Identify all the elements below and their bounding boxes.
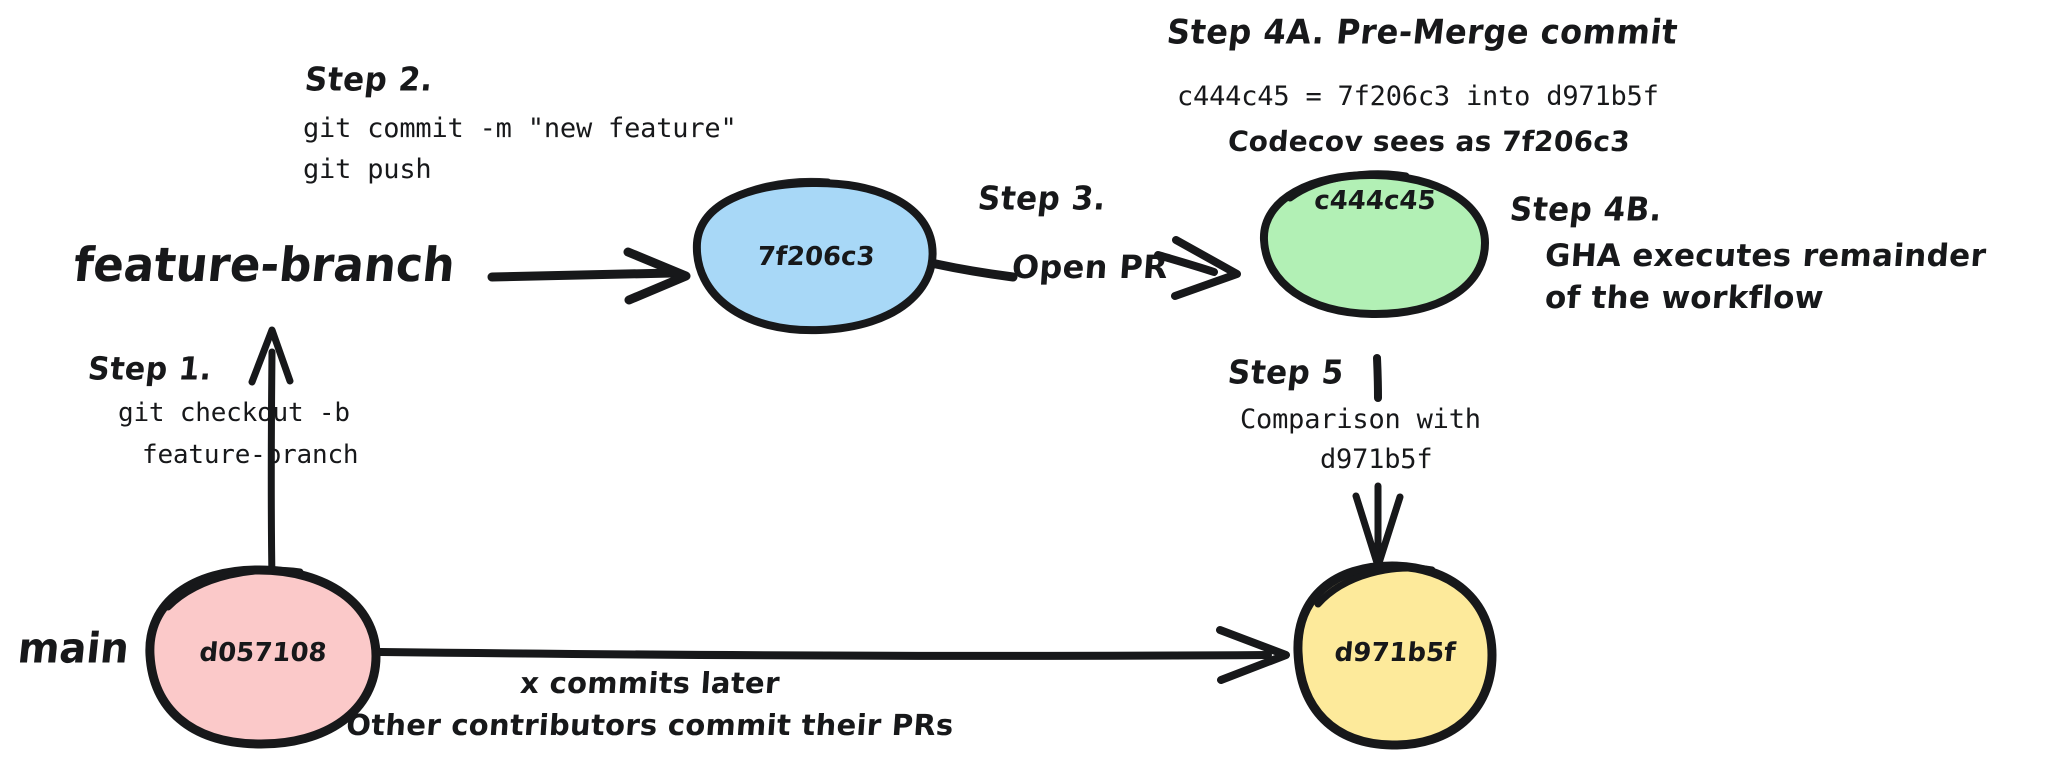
step-4b-heading: Step 4B. [1508, 190, 1665, 230]
node-d971b5f[interactable] [1293, 561, 1497, 750]
step-4b-line-2: of the workflow [1543, 280, 1825, 316]
node-c444c45[interactable] [1259, 170, 1489, 319]
step-1-line-2: feature-branch [142, 440, 359, 470]
node-label-c444c45: c444c45 [1313, 186, 1437, 216]
edge-7f206c3-to-c444c45 [931, 236, 1241, 300]
edge-d057108-to-featurebranch [248, 326, 294, 584]
edge-d057108-to-d971b5f [374, 626, 1290, 684]
node-d057108[interactable] [145, 565, 381, 749]
step-1-heading: Step 1. [86, 350, 214, 389]
step-5-heading: Step 5 [1226, 353, 1346, 393]
caption-other-contributors: Other contributors commit their PRs [345, 708, 955, 742]
step-1-line-1: git checkout -b [118, 398, 350, 428]
node-label-7f206c3: 7f206c3 [756, 242, 876, 272]
step-4b-line-1: GHA executes remainder [1543, 238, 1988, 274]
step-5-line-2: d971b5f [1320, 444, 1433, 475]
step-4a-line-2: Codecov sees as 7f206c3 [1226, 125, 1632, 158]
node-label-d057108: d057108 [198, 638, 328, 668]
node-label-d971b5f: d971b5f [1333, 638, 1457, 668]
step-2-heading: Step 2. [303, 60, 436, 100]
caption-commits-later: x commits later [519, 666, 781, 700]
node-7f206c3[interactable] [692, 177, 937, 335]
step-3-edge-label-open-pr: Open PR [1010, 248, 1170, 286]
step-4a-line-1: c444c45 = 7f206c3 into d971b5f [1177, 81, 1659, 112]
branch-label-main: main [15, 624, 132, 674]
step-2-line-2: git push [303, 154, 432, 185]
step-4a-heading: Step 4A. Pre-Merge commit [1164, 11, 1680, 53]
step-3-heading: Step 3. [976, 179, 1109, 219]
step-2-line-1: git commit -m "new feature" [303, 113, 737, 144]
edge-featurebranch-to-7f206c3 [487, 247, 691, 305]
branch-label-feature-branch: feature-branch [71, 236, 458, 293]
step-5-line-1: Comparison with [1240, 404, 1481, 435]
